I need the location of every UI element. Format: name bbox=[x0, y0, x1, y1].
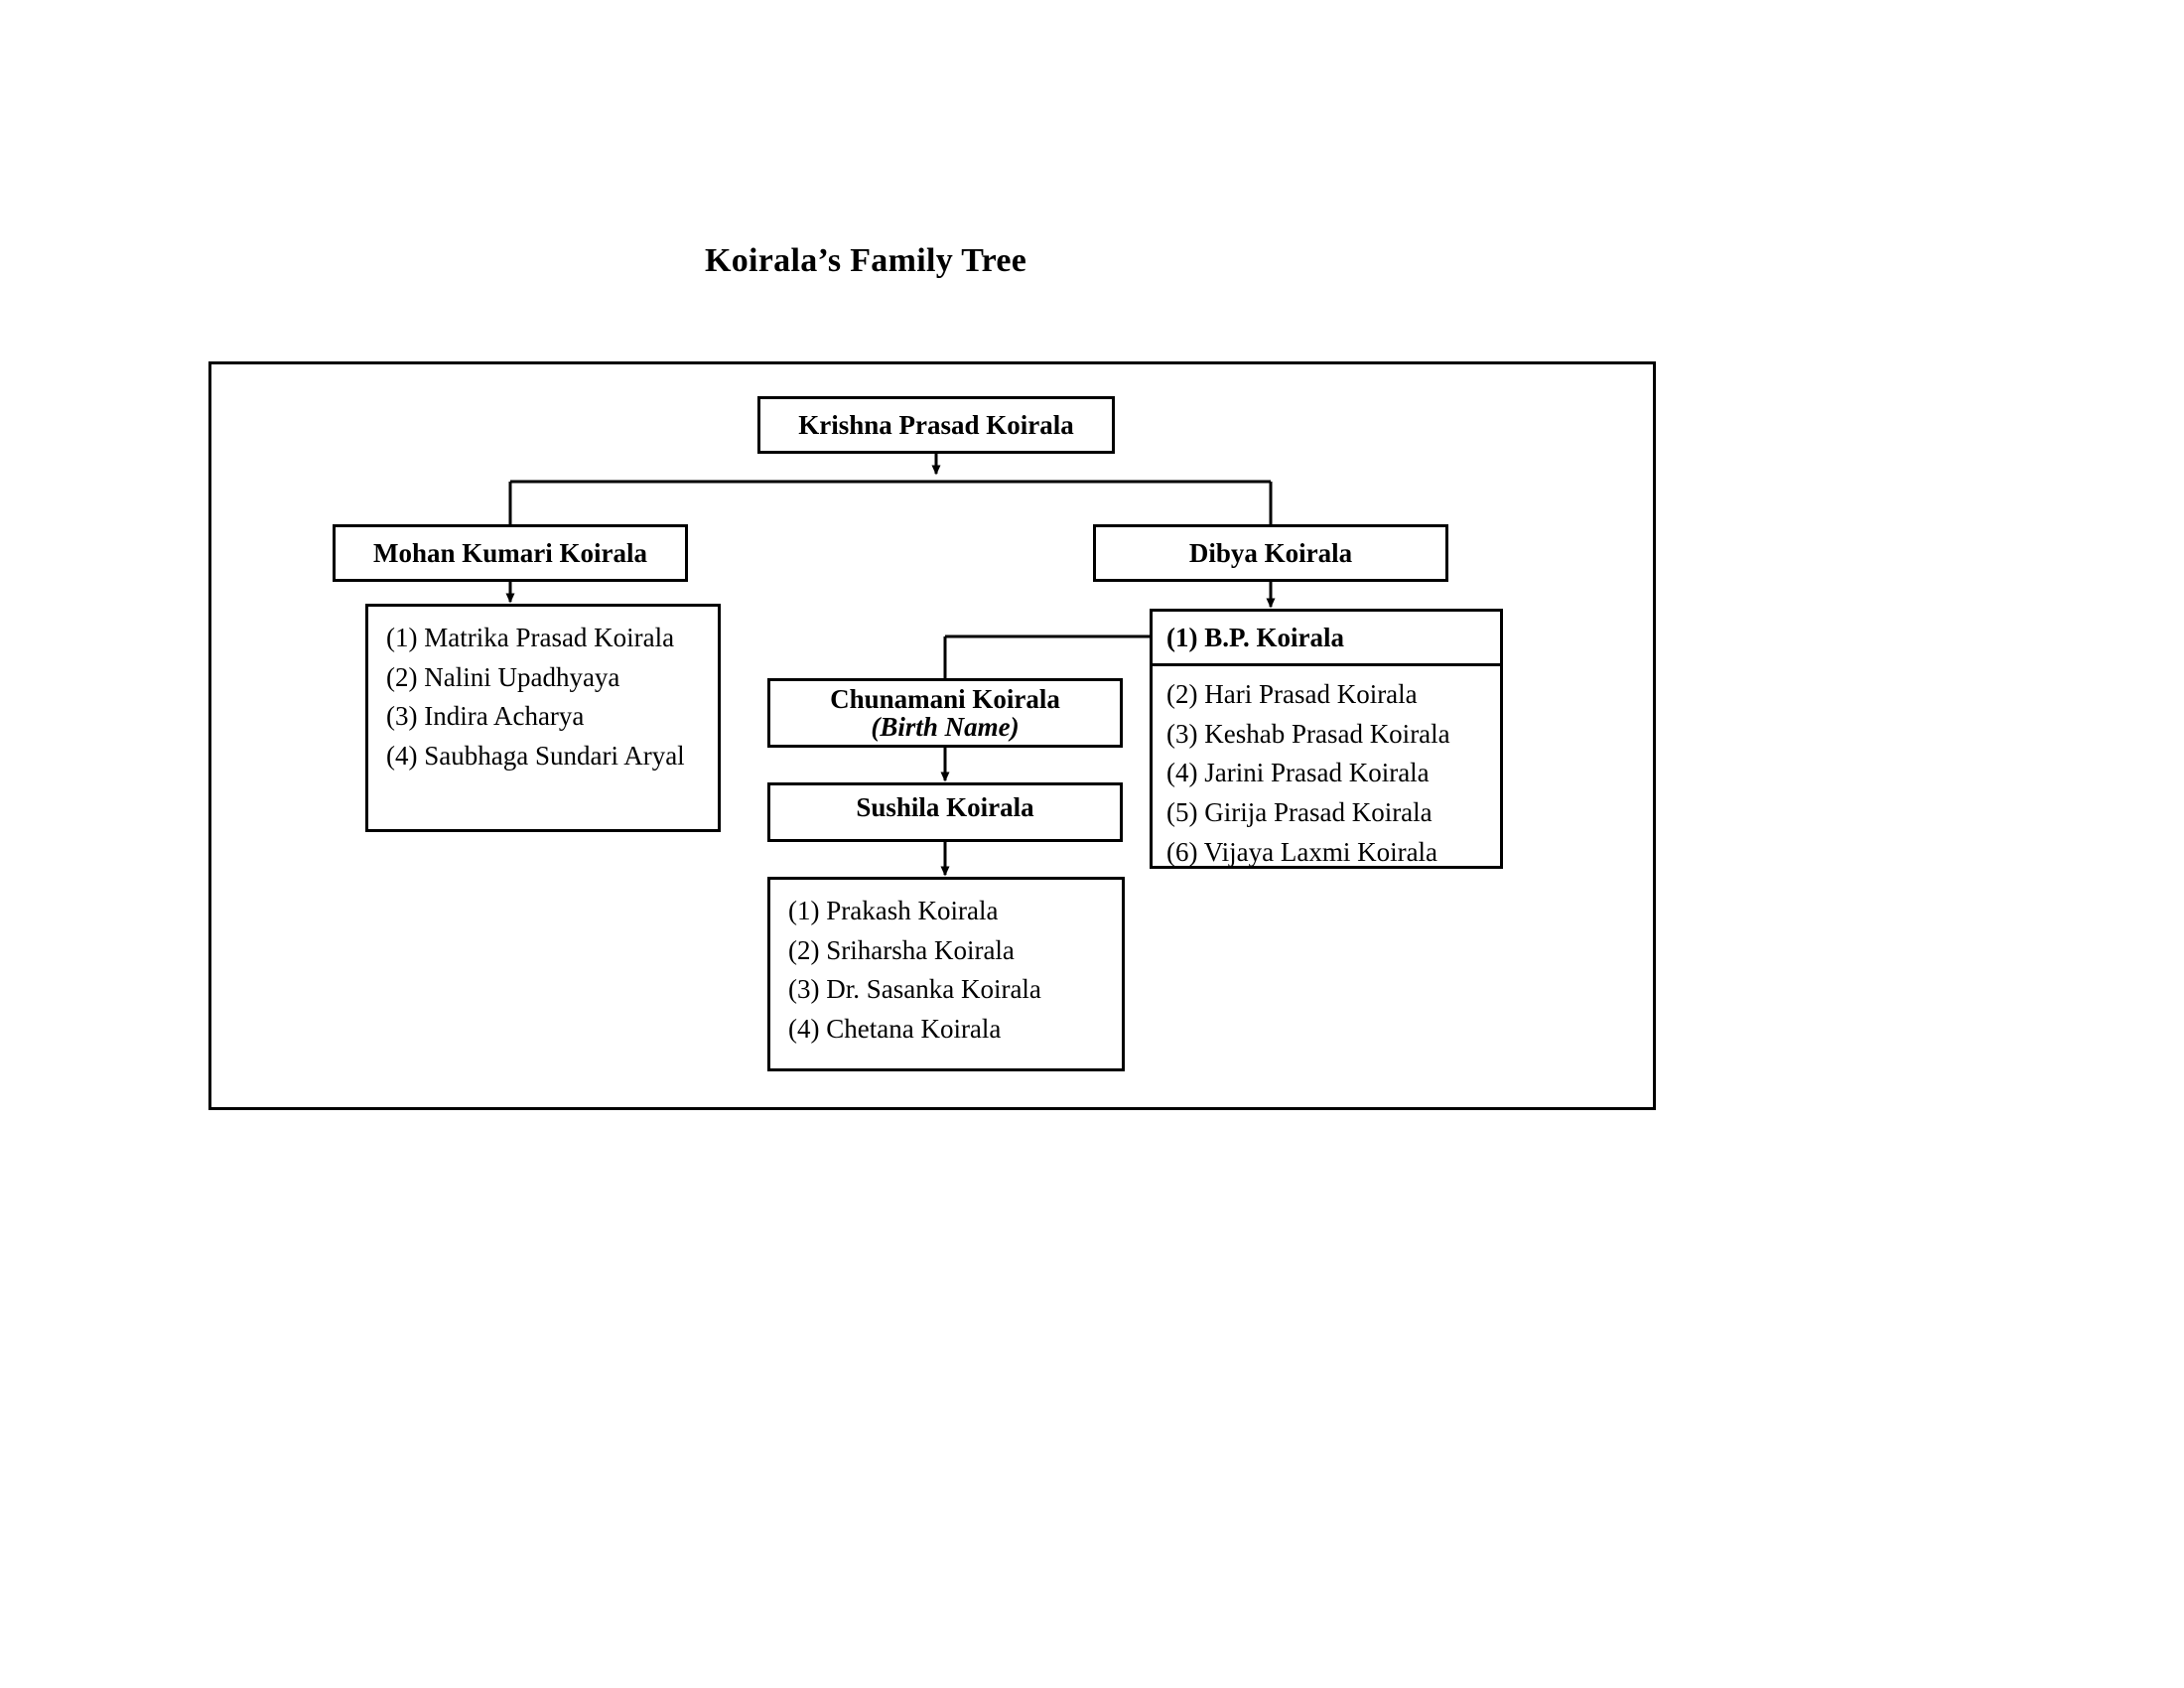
node-sushila-koirala[interactable]: Sushila Koirala bbox=[767, 782, 1123, 842]
node-dibya-children-group: (1) B.P. Koirala (2) Hari Prasad Koirala… bbox=[1150, 609, 1503, 869]
node-bp-koirala[interactable]: (1) B.P. Koirala bbox=[1153, 612, 1500, 666]
list-dibya-children: (2) Hari Prasad Koirala (3) Keshab Prasa… bbox=[1153, 666, 1500, 872]
page-title: Koirala’s Family Tree bbox=[705, 242, 1027, 279]
node-birth-name-note: (Birth Name) bbox=[871, 712, 1020, 742]
list-sushila-children: (1) Prakash Koirala (2) Sriharsha Koiral… bbox=[767, 877, 1125, 1071]
node-label: (1) B.P. Koirala bbox=[1166, 622, 1344, 652]
list-item: (3) Indira Acharya bbox=[386, 701, 585, 732]
diagram-frame: Krishna Prasad Koirala Mohan Kumari Koir… bbox=[208, 361, 1656, 1110]
node-chunamani-koirala[interactable]: Chunamani Koirala (Birth Name) bbox=[767, 678, 1123, 748]
list-item: (2) Sriharsha Koirala bbox=[788, 934, 1015, 965]
node-label: Chunamani Koirala bbox=[830, 683, 1060, 714]
list-item: (1) Matrika Prasad Koirala bbox=[386, 623, 675, 652]
list-item: (1) Prakash Koirala bbox=[788, 896, 999, 925]
list-mohan-kumari-children: (1) Matrika Prasad Koirala (2) Nalini Up… bbox=[365, 604, 721, 832]
list-item: (4) Jarini Prasad Koirala bbox=[1166, 758, 1430, 788]
node-krishna-prasad-koirala[interactable]: Krishna Prasad Koirala bbox=[757, 396, 1115, 454]
list-item: (4) Chetana Koirala bbox=[788, 1014, 1002, 1045]
list-item: (5) Girija Prasad Koirala bbox=[1166, 797, 1433, 828]
list-item: (4) Saubhaga Sundari Aryal bbox=[386, 741, 685, 772]
node-label: Krishna Prasad Koirala bbox=[798, 409, 1074, 440]
list-item: (3) Keshab Prasad Koirala bbox=[1166, 718, 1450, 749]
node-mohan-kumari-koirala[interactable]: Mohan Kumari Koirala bbox=[333, 524, 688, 582]
list-item: (3) Dr. Sasanka Koirala bbox=[788, 974, 1041, 1005]
node-label: Dibya Koirala bbox=[1188, 537, 1353, 568]
node-label: Sushila Koirala bbox=[856, 792, 1034, 822]
list-item: (2) Hari Prasad Koirala bbox=[1166, 679, 1418, 709]
list-item: (6) Vijaya Laxmi Koirala bbox=[1166, 836, 1438, 867]
list-item: (2) Nalini Upadhyaya bbox=[386, 661, 620, 692]
node-label: Mohan Kumari Koirala bbox=[373, 537, 647, 568]
node-dibya-koirala[interactable]: Dibya Koirala bbox=[1093, 524, 1448, 582]
